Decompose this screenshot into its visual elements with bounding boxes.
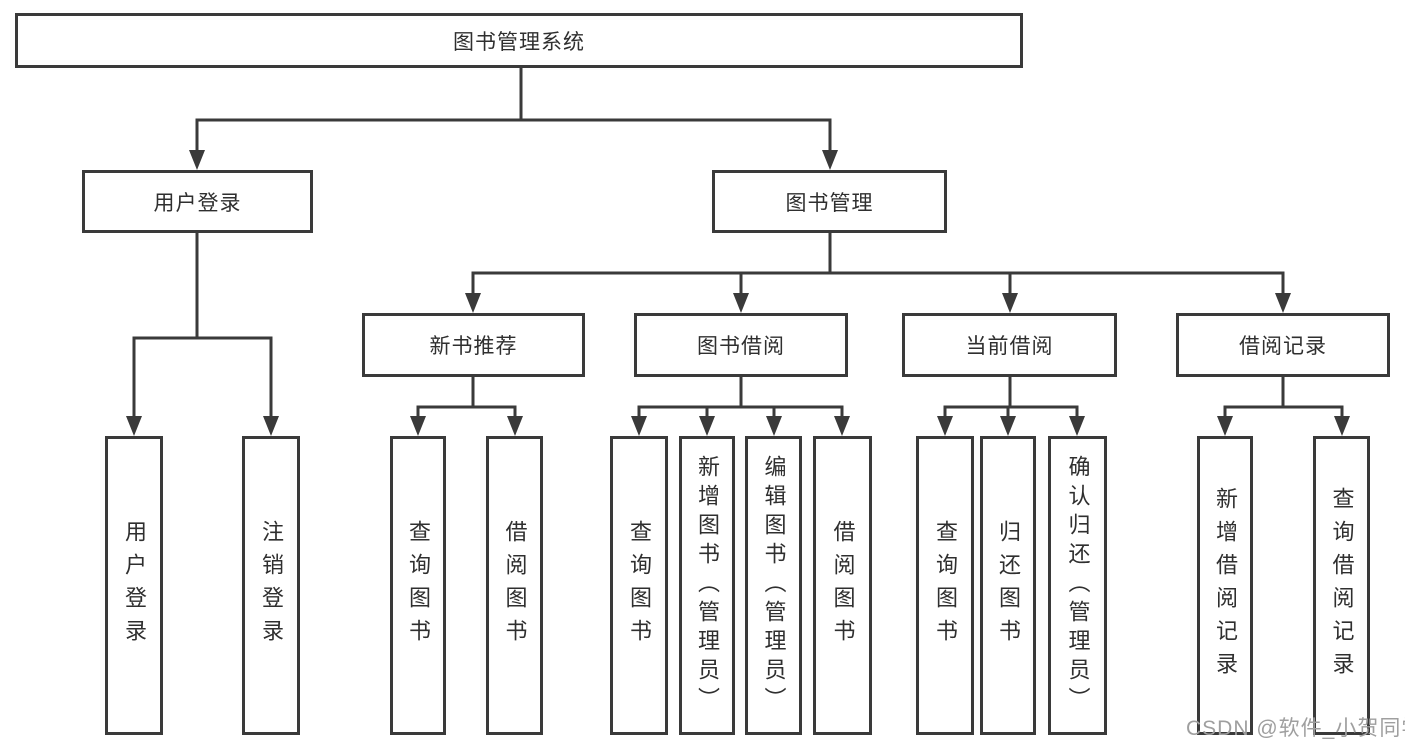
leaf-borrowing-add-books-admin: 新增图书（管理员） bbox=[679, 436, 735, 735]
leaf-current-search-books-label: 查询图书 bbox=[933, 519, 958, 652]
node-new-book-recommendation: 新书推荐 bbox=[362, 313, 585, 377]
node-user-login-branch: 用户登录 bbox=[82, 170, 313, 233]
leaf-current-confirm-return-admin-label: 确认归还（管理员） bbox=[1065, 455, 1091, 716]
node-current-borrowing: 当前借阅 bbox=[902, 313, 1117, 377]
leaf-logout: 注销登录 bbox=[242, 436, 300, 735]
leaf-newbooks-search-books-label: 查询图书 bbox=[406, 519, 431, 652]
leaf-user-login-label: 用户登录 bbox=[122, 519, 147, 652]
leaf-borrowing-search-books: 查询图书 bbox=[610, 436, 668, 735]
leaf-current-search-books: 查询图书 bbox=[916, 436, 974, 735]
leaf-newbooks-borrow-books: 借阅图书 bbox=[486, 436, 543, 735]
node-library-management-system: 图书管理系统 bbox=[15, 13, 1023, 68]
node-book-management: 图书管理 bbox=[712, 170, 947, 233]
leaf-user-login: 用户登录 bbox=[105, 436, 163, 735]
leaf-borrowing-borrow-books: 借阅图书 bbox=[813, 436, 872, 735]
leaf-borrowing-add-books-admin-label: 新增图书（管理员） bbox=[695, 455, 720, 716]
leaf-records-search-record: 查询借阅记录 bbox=[1313, 436, 1370, 735]
leaf-borrowing-borrow-books-label: 借阅图书 bbox=[830, 519, 856, 652]
leaf-borrowing-edit-books-admin: 编辑图书（管理员） bbox=[745, 436, 802, 735]
leaf-records-add-record-label: 新增借阅记录 bbox=[1213, 486, 1238, 685]
leaf-records-add-record: 新增借阅记录 bbox=[1197, 436, 1253, 735]
leaf-newbooks-search-books: 查询图书 bbox=[390, 436, 446, 735]
node-borrowing-records: 借阅记录 bbox=[1176, 313, 1390, 377]
csdn-watermark: CSDN @软件_小贺同学 bbox=[1186, 717, 1405, 740]
leaf-borrowing-edit-books-admin-label: 编辑图书（管理员） bbox=[761, 455, 787, 716]
leaf-records-search-record-label: 查询借阅记录 bbox=[1329, 486, 1355, 685]
leaf-current-return-books-label: 归还图书 bbox=[996, 519, 1021, 652]
node-book-borrowing: 图书借阅 bbox=[634, 313, 848, 377]
leaf-newbooks-borrow-books-label: 借阅图书 bbox=[502, 519, 528, 652]
leaf-borrowing-search-books-label: 查询图书 bbox=[627, 519, 652, 652]
leaf-logout-label: 注销登录 bbox=[259, 519, 284, 652]
leaf-current-return-books: 归还图书 bbox=[980, 436, 1036, 735]
leaf-current-confirm-return-admin: 确认归还（管理员） bbox=[1048, 436, 1107, 735]
